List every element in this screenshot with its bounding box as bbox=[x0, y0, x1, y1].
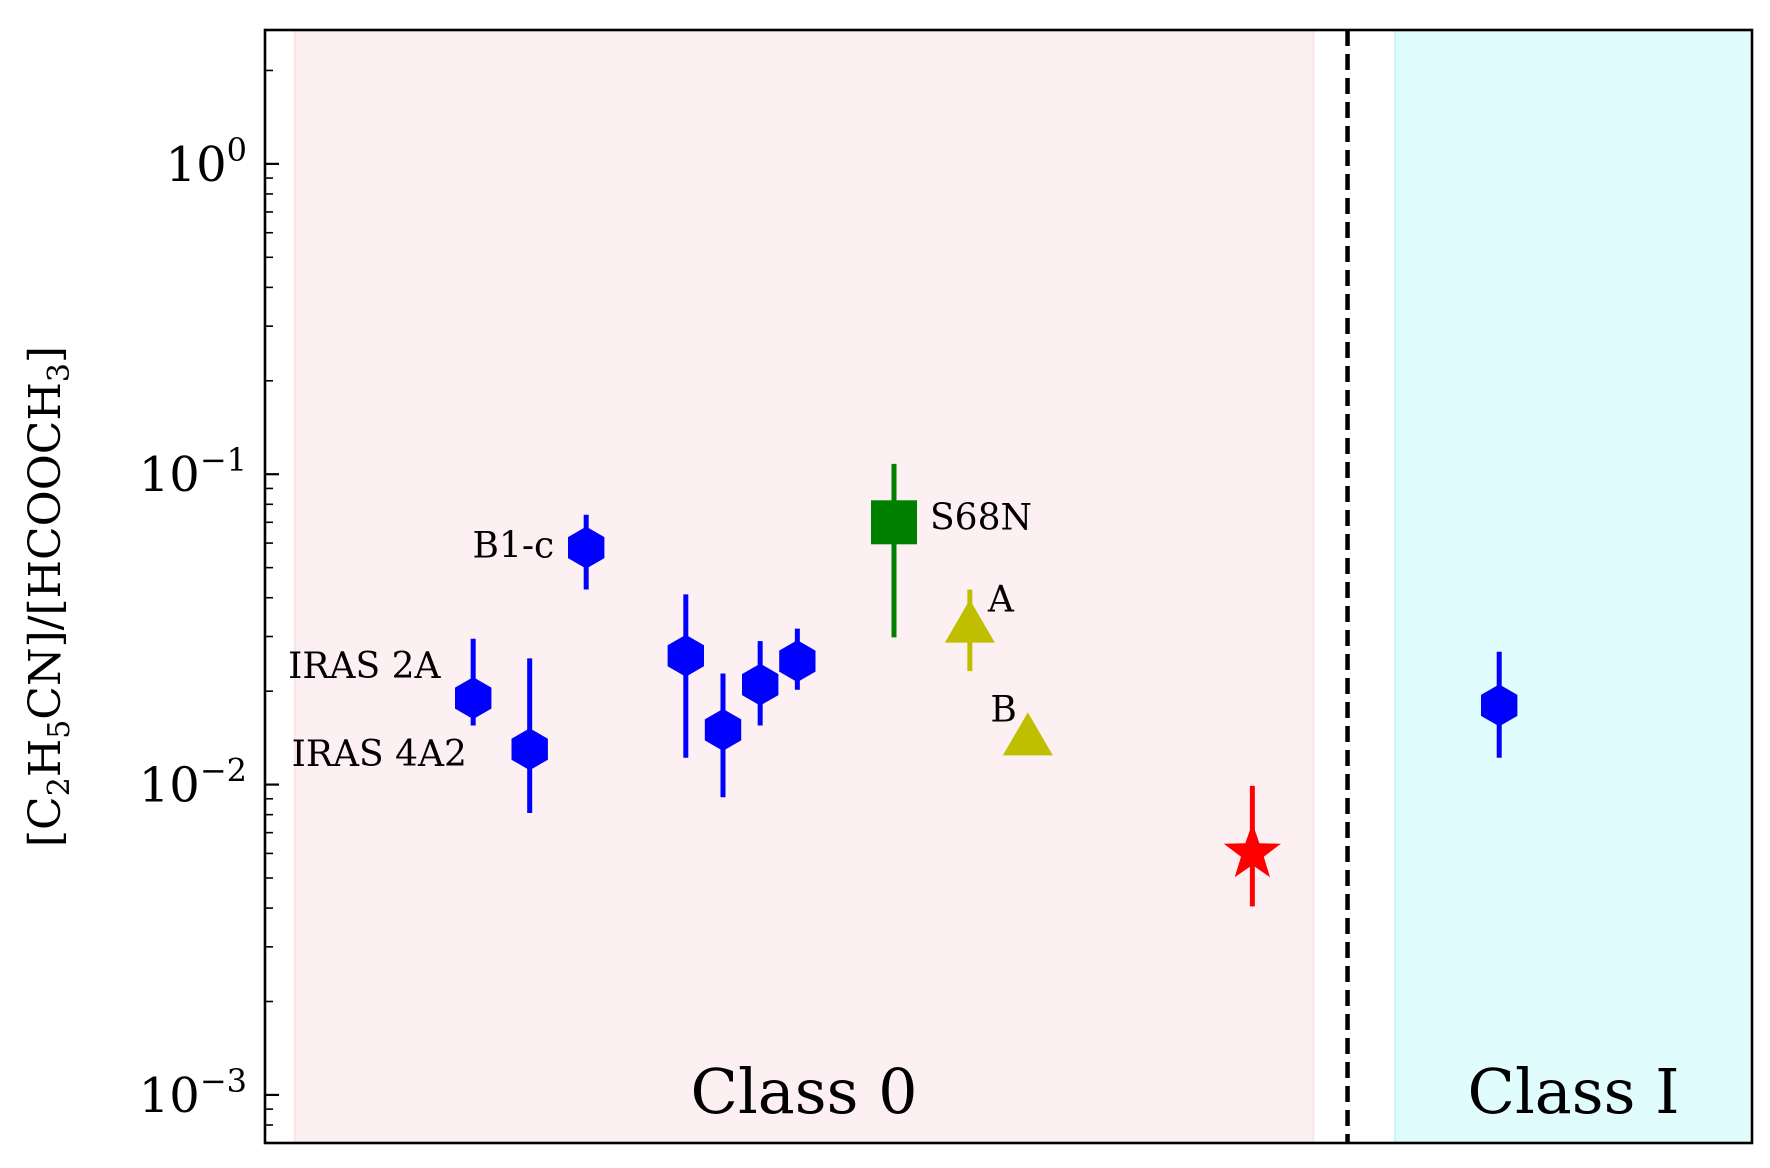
marker-s68n bbox=[871, 500, 918, 545]
region-label-class-i: Class I bbox=[1468, 1055, 1680, 1128]
point-label-b1-c: B1-c bbox=[473, 526, 555, 567]
marker-point-4 bbox=[667, 634, 704, 677]
marker-iras-4a2 bbox=[511, 728, 548, 771]
marker-a bbox=[944, 599, 995, 643]
marker-b1-c bbox=[568, 526, 605, 569]
marker-point-11 bbox=[1223, 823, 1281, 878]
marker-point-12 bbox=[1481, 684, 1518, 727]
point-label-iras-2a: IRAS 2A bbox=[288, 646, 441, 687]
point-labels: IRAS 2A IRAS 4A2 B1-c S68N A B bbox=[288, 497, 1032, 775]
point-label-iras-4a2: IRAS 4A2 bbox=[292, 734, 467, 775]
region-class-0 bbox=[293, 29, 1315, 1144]
point-label-s68n: S68N bbox=[930, 497, 1032, 538]
point-label-b: B bbox=[990, 689, 1016, 730]
marker-b bbox=[1002, 712, 1053, 756]
y-axis-label: [C2H5CN]/[HCOOCH3] bbox=[20, 346, 77, 847]
y-tick-label: 100 bbox=[166, 131, 247, 193]
region-class-i bbox=[1394, 29, 1753, 1144]
plot-frame bbox=[263, 28, 1754, 1145]
y-tick-label: 10−3 bbox=[139, 1062, 247, 1124]
marker-point-6 bbox=[742, 663, 779, 706]
regions-layer: Class 0 Class I bbox=[293, 29, 1753, 1144]
point-label-a: A bbox=[987, 580, 1015, 621]
marker-point-7 bbox=[779, 640, 816, 683]
y-axis-ticks: 100 10−1 10−2 10−3 bbox=[139, 69, 279, 1144]
data-points bbox=[455, 463, 1518, 907]
y-tick-label: 10−1 bbox=[139, 441, 247, 503]
y-tick-label: 10−2 bbox=[139, 752, 247, 814]
marker-point-5 bbox=[704, 708, 742, 751]
marker-iras-2a bbox=[455, 677, 492, 720]
region-label-class-0: Class 0 bbox=[691, 1055, 918, 1128]
